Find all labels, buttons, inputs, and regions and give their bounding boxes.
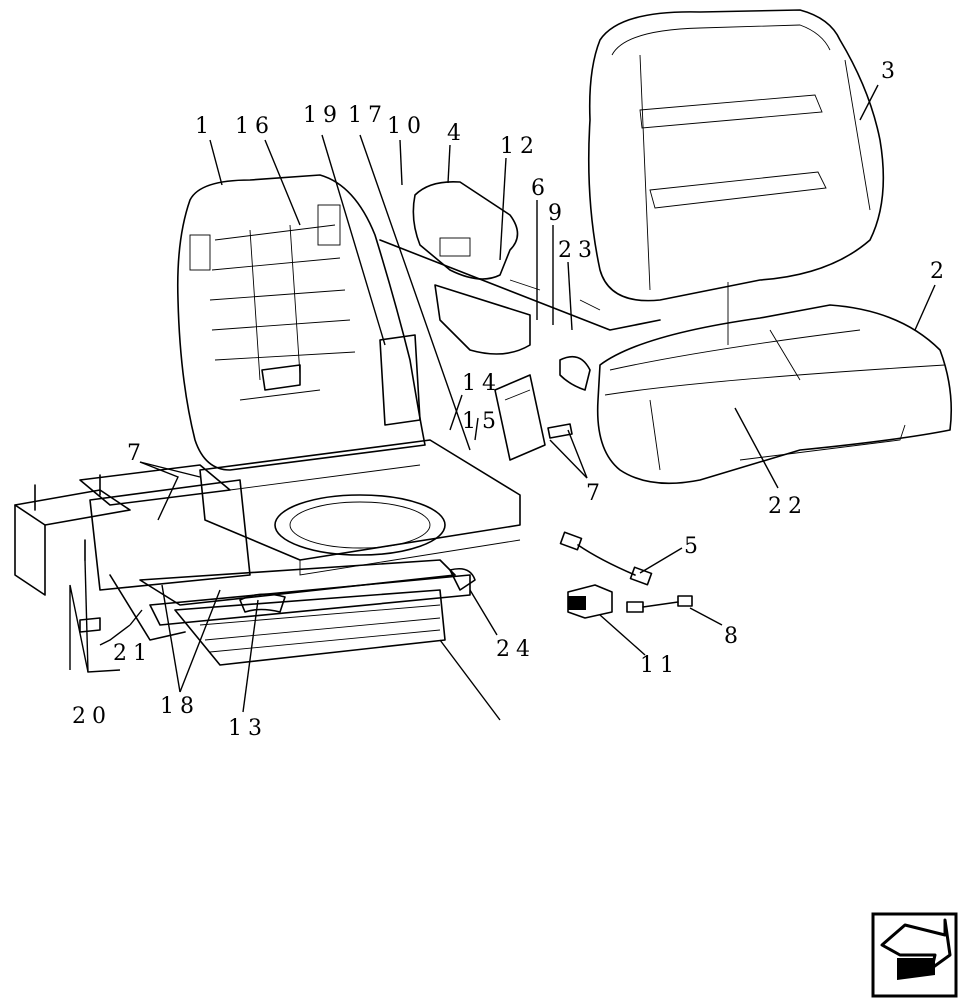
seat-pan bbox=[199, 439, 521, 576]
leader-lines bbox=[69, 84, 936, 721]
callout-14: 14 bbox=[462, 371, 502, 396]
backrest-cushion bbox=[587, 9, 885, 345]
rail-brackets bbox=[14, 464, 251, 641]
callout-12: 12 bbox=[500, 134, 540, 159]
callout-18: 18 bbox=[160, 694, 200, 719]
callout-4: 4 bbox=[447, 121, 467, 146]
armrest bbox=[412, 180, 531, 355]
callout-2: 2 bbox=[930, 259, 950, 284]
callout-17: 17 bbox=[348, 103, 388, 128]
callout-7-right: 7 bbox=[586, 481, 606, 506]
next-page-button[interactable] bbox=[871, 912, 958, 998]
callout-23: 23 bbox=[558, 238, 598, 263]
callout-10: 10 bbox=[387, 114, 427, 139]
callout-labels: 1 16 19 17 10 4 12 6 9 23 3 2 14 15 7 7 … bbox=[72, 59, 950, 741]
module-11 bbox=[567, 584, 613, 619]
callout-9: 9 bbox=[548, 201, 568, 226]
callout-7-left: 7 bbox=[127, 441, 147, 466]
callout-3: 3 bbox=[881, 59, 901, 84]
callout-6: 6 bbox=[531, 176, 551, 201]
callout-1: 1 bbox=[195, 114, 215, 139]
callout-22: 22 bbox=[768, 494, 808, 519]
callout-5: 5 bbox=[684, 534, 704, 559]
callout-24: 24 bbox=[496, 637, 536, 662]
arrow-right-icon bbox=[880, 918, 952, 980]
callout-19: 19 bbox=[303, 103, 343, 128]
wiring-harness bbox=[379, 239, 661, 331]
callout-16: 16 bbox=[235, 114, 275, 139]
seat-cushion bbox=[559, 304, 952, 485]
seat-belt-buckle bbox=[494, 374, 573, 461]
callout-8: 8 bbox=[724, 624, 744, 649]
callout-21: 21 bbox=[113, 641, 153, 666]
suspension-base bbox=[139, 559, 476, 666]
seat-frame bbox=[176, 174, 426, 471]
callout-15: 15 bbox=[462, 409, 502, 434]
callout-11: 11 bbox=[640, 653, 680, 678]
cable-5 bbox=[559, 531, 653, 586]
cable-8 bbox=[626, 595, 693, 613]
callout-20: 20 bbox=[72, 704, 112, 729]
callout-13: 13 bbox=[228, 716, 268, 741]
